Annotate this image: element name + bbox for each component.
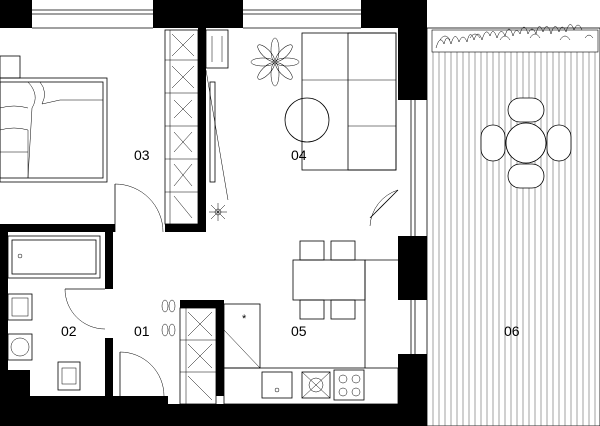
wall-partition-03-04 <box>198 28 206 232</box>
walls <box>0 0 427 426</box>
wardrobe-01 <box>179 307 217 405</box>
washbasin <box>7 293 33 321</box>
wall-closet-right <box>216 300 224 396</box>
wall-02-01-lower <box>105 338 113 396</box>
door-02 <box>64 288 106 330</box>
balcony-door-04 <box>369 189 399 227</box>
bed <box>0 77 108 183</box>
kitchen-counter: * <box>223 303 399 405</box>
wall-closet-top <box>180 300 224 308</box>
room-label-05: 05 <box>291 323 307 339</box>
room-label-04: 04 <box>291 147 307 163</box>
tv-unit <box>205 29 229 201</box>
wall-02-01-upper <box>105 232 113 289</box>
room-label-01: 01 <box>134 323 150 339</box>
sofa <box>301 32 397 171</box>
wardrobe-03 <box>164 29 199 225</box>
coffee-table <box>284 97 330 143</box>
balcony-table-set <box>480 97 572 189</box>
bedside-table <box>0 55 21 79</box>
wall-left-02 <box>0 232 8 370</box>
wall-top-middle <box>153 0 243 28</box>
plant-small-04 <box>209 203 227 221</box>
wall-bottom-02 <box>30 396 168 426</box>
bathtub <box>7 235 101 279</box>
wall-bottom-05 <box>168 404 398 426</box>
wall-right-lower <box>398 354 427 426</box>
wall-bottom-left <box>0 370 30 426</box>
wall-top-left <box>0 0 32 28</box>
room-label-06: 06 <box>504 323 520 339</box>
toilet <box>57 361 81 391</box>
dining-table <box>292 240 366 320</box>
door-03 <box>114 183 164 233</box>
balcony <box>426 24 600 426</box>
shoes <box>161 299 176 337</box>
wall-right-upper <box>398 0 427 100</box>
wall-right-middle <box>398 236 427 300</box>
svg-text:*: * <box>242 313 247 325</box>
plant-04 <box>250 37 300 87</box>
wall-bottom-03-right <box>165 224 206 232</box>
entrance-door <box>119 351 165 397</box>
wall-bottom-03-left <box>0 224 115 232</box>
room-label-02: 02 <box>61 323 77 339</box>
kitchen-edge <box>364 259 398 368</box>
room-label-03: 03 <box>134 147 150 163</box>
washing-machine <box>7 333 33 361</box>
balcony-planter <box>431 24 599 53</box>
